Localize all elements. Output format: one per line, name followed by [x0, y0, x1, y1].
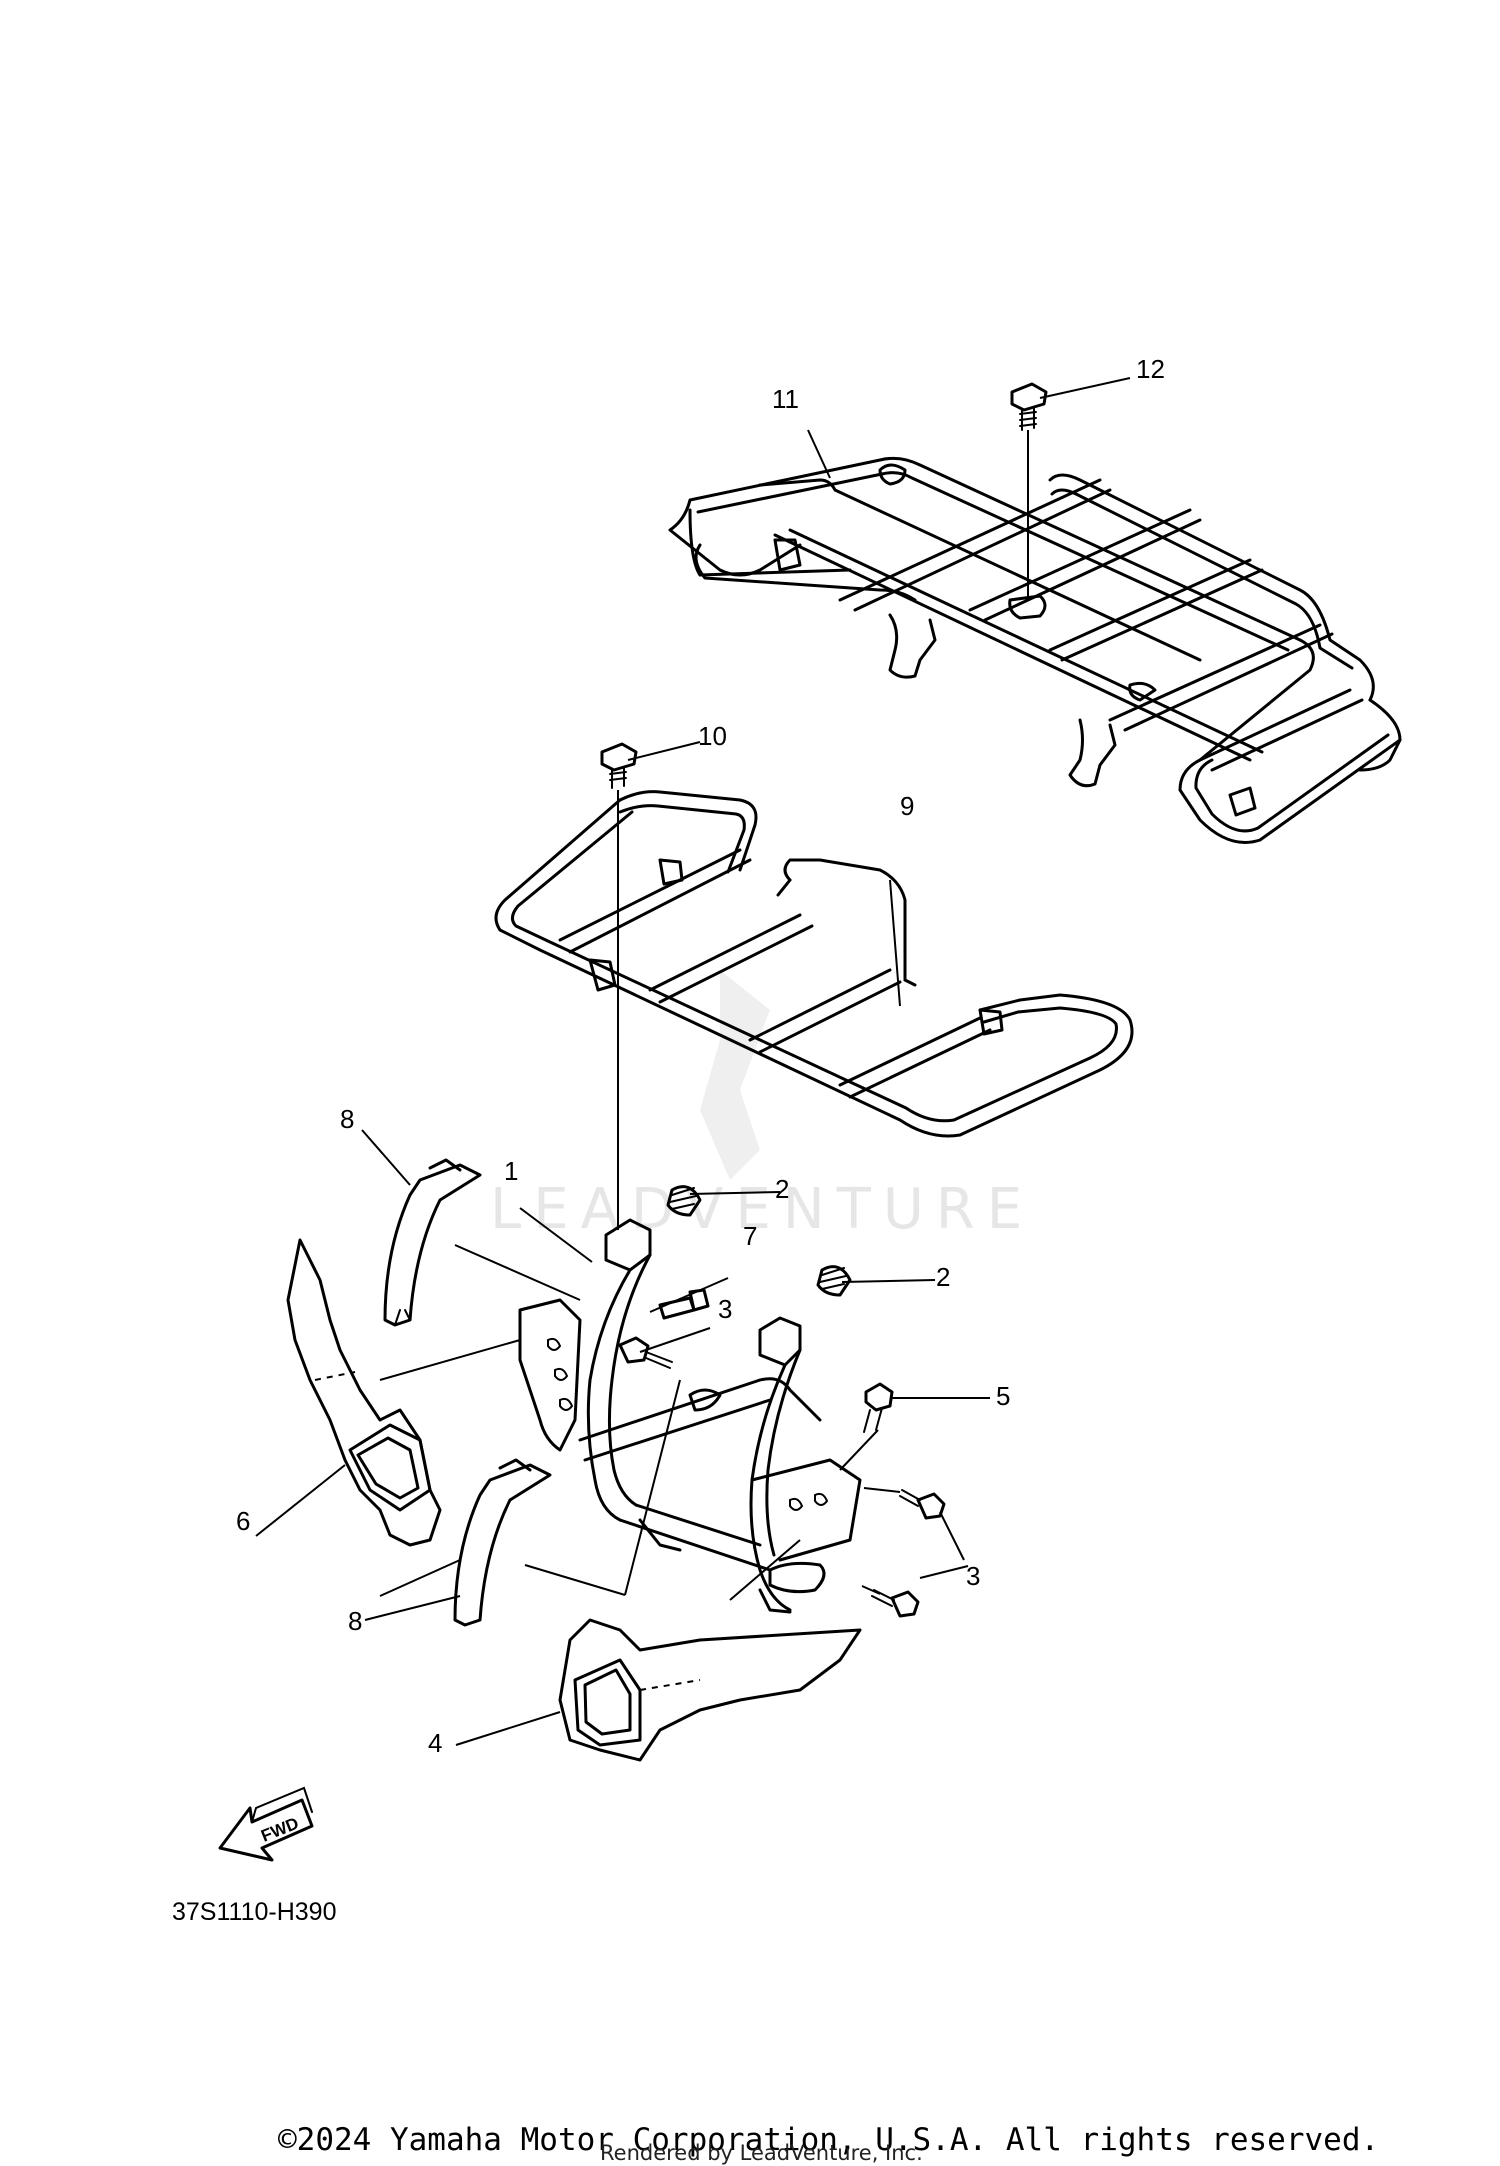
cover-part-4[interactable]: [558, 1618, 862, 1762]
callout-1: 1: [504, 1156, 518, 1186]
bolt-part-3-right-a[interactable]: [899, 1489, 946, 1520]
bolt-part-3-upper[interactable]: [618, 1336, 673, 1369]
copyright-notice: ©2024 Yamaha Motor Corporation, U.S.A. A…: [278, 2122, 1379, 2158]
callout-8-upper: 8: [340, 1104, 354, 1134]
callout-7: 7: [743, 1221, 757, 1251]
callout-10: 10: [698, 721, 727, 751]
leader-lines: [255, 377, 1131, 1746]
callout-9: 9: [900, 791, 914, 821]
front-carrier-part-9[interactable]: [494, 790, 1134, 1138]
callout-12: 12: [1136, 354, 1165, 384]
guard-part-8-upper[interactable]: [383, 1158, 482, 1327]
bolt-part-3-right-b[interactable]: [871, 1589, 920, 1618]
callout-2-upper: 2: [775, 1174, 789, 1204]
callout-3-upper: 3: [718, 1294, 732, 1324]
leadventure-watermark: LEADVENTURE: [490, 970, 1034, 1242]
callout-5: 5: [996, 1381, 1010, 1411]
grommet-part-2-lower[interactable]: [816, 1265, 852, 1297]
rear-carrier-part-11[interactable]: [668, 456, 1402, 844]
rendered-by-notice: Rendered by LeadVenture, Inc.: [600, 2141, 923, 2165]
bolt-part-10[interactable]: [600, 742, 638, 789]
fwd-arrow-icon: FWD: [218, 1786, 314, 1862]
bolt-part-5[interactable]: [863, 1382, 894, 1433]
callout-2-lower: 2: [936, 1262, 950, 1292]
watermark-text: LEADVENTURE: [490, 1177, 1034, 1242]
callout-8-lower: 8: [348, 1606, 362, 1636]
callout-4: 4: [428, 1728, 442, 1758]
cover-part-6[interactable]: [286, 1238, 442, 1547]
bracket-part-1[interactable]: [518, 1218, 862, 1614]
grommet-part-2-upper[interactable]: [666, 1185, 702, 1217]
callout-11: 11: [772, 384, 799, 414]
guard-part-8-lower[interactable]: [453, 1458, 552, 1627]
callout-3-lower: 3: [966, 1561, 980, 1591]
diagram-code: 37S1110-H390: [172, 1898, 336, 1926]
bolt-part-12[interactable]: [1010, 382, 1048, 431]
callout-6: 6: [236, 1506, 250, 1536]
